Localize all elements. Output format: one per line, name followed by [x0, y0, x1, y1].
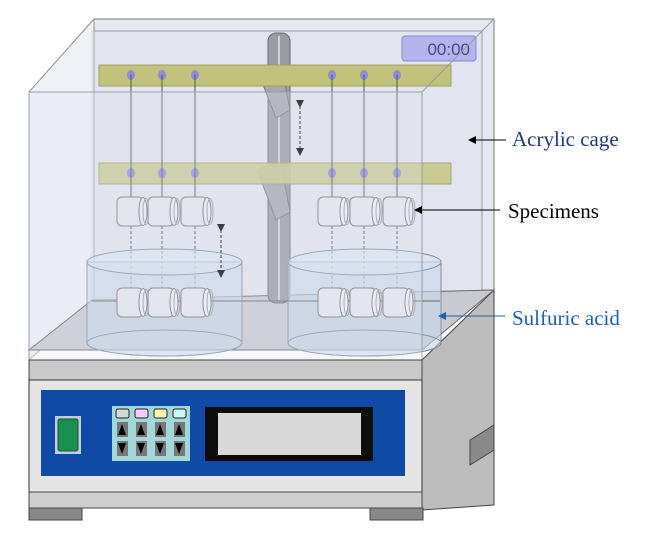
triangle-down-icon: [156, 443, 164, 454]
label-acrylic-cage: Acrylic cage: [512, 127, 619, 151]
specimen: [317, 287, 351, 318]
triangle-up-icon: [175, 424, 183, 435]
specimen: [180, 196, 214, 227]
specimen: [382, 196, 416, 227]
cage-front-face: [28, 91, 423, 361]
specimen: [116, 196, 150, 227]
triangle-down-icon: [175, 443, 183, 454]
specimen: [147, 287, 181, 318]
specimen: [349, 196, 383, 227]
triangle-up-icon: [137, 424, 145, 435]
specimen: [382, 287, 416, 318]
lcd-screen: [205, 407, 373, 461]
triangle-up-icon: [156, 424, 164, 435]
indicator-light: [153, 408, 168, 419]
specimen: [317, 196, 351, 227]
power-switch[interactable]: [55, 416, 81, 454]
specimen: [116, 287, 150, 318]
triangle-down-icon: [137, 443, 145, 454]
specimen: [147, 196, 181, 227]
indicator-light: [115, 408, 130, 419]
foot-left: [28, 507, 83, 521]
foot-right: [369, 507, 424, 521]
label-sulfuric-acid: Sulfuric acid: [512, 306, 620, 330]
specimen: [180, 287, 214, 318]
label-specimens: Specimens: [508, 199, 599, 223]
keypad: [112, 406, 190, 461]
indicator-light: [172, 408, 187, 419]
specimen: [349, 287, 383, 318]
triangle-up-icon: [118, 424, 126, 435]
indicator-light: [134, 408, 149, 419]
triangle-down-icon: [118, 443, 126, 454]
specimens: [116, 196, 416, 318]
